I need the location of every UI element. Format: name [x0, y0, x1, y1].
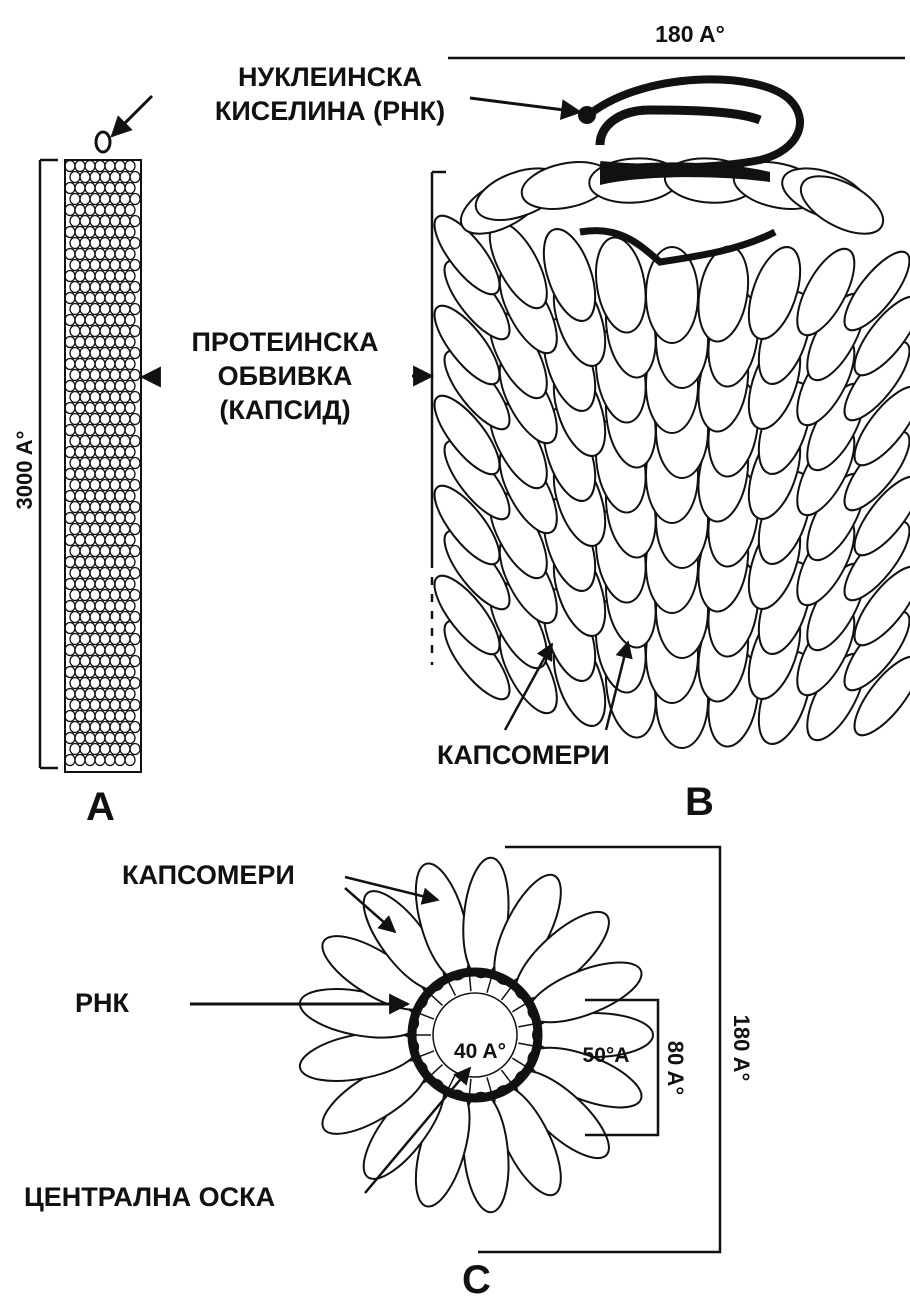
- panel-c-letter: C: [462, 1258, 491, 1303]
- capsid-label-line1: ПРОТЕИНСКА: [180, 325, 390, 359]
- ring-diameter-label: 80 A°: [663, 1041, 688, 1095]
- rod-rna-end: [96, 132, 110, 152]
- segment-width-label: 180 A°: [655, 21, 725, 47]
- rod-length-label: 3000 A°: [12, 431, 37, 510]
- total-diameter-label: 180 A°: [729, 1015, 754, 1082]
- rna-helix-front: [585, 79, 800, 167]
- radius-dimension: 50°A: [583, 1044, 630, 1067]
- panel-a-letter: A: [86, 785, 115, 830]
- rod-rna-arrow: [112, 96, 152, 136]
- nucleic-acid-label-line1: НУКЛЕИНСКА: [205, 60, 455, 94]
- capsid-label-line2: ОБВИВКА: [180, 359, 390, 393]
- segment-capsomeres: [424, 155, 910, 751]
- capsomeres-b-label: КАПСОМЕРИ: [437, 738, 610, 772]
- panel-b-letter: B: [685, 780, 714, 825]
- inner-axis-dimension: 40 A°: [454, 1040, 506, 1063]
- panel-a-rod: 3000 A°: [12, 96, 160, 772]
- panel-b-segment: 180 A°: [412, 21, 910, 750]
- nucleic-acid-label-line2: КИСЕЛИНА (РНК): [205, 94, 455, 128]
- disc-capsomeres: [296, 856, 653, 1215]
- nucleic-acid-arrow: [470, 98, 580, 112]
- capsomeres-c-label: КАПСОМЕРИ: [122, 858, 295, 892]
- capsid-label: ПРОТЕИНСКА ОБВИВКА (КАПСИД): [180, 325, 390, 427]
- rna-end-dot: [578, 106, 596, 124]
- rna-helix-back: [600, 110, 760, 145]
- inner-ring: [433, 993, 517, 1077]
- rna-label: РНК: [75, 986, 129, 1020]
- nucleic-acid-label: НУКЛЕИНСКА КИСЕЛИНА (РНК): [205, 60, 455, 128]
- central-axis-label: ЦЕНТРАЛНА ОСКА: [24, 1180, 275, 1214]
- capsid-label-line3: (КАПСИД): [180, 393, 390, 427]
